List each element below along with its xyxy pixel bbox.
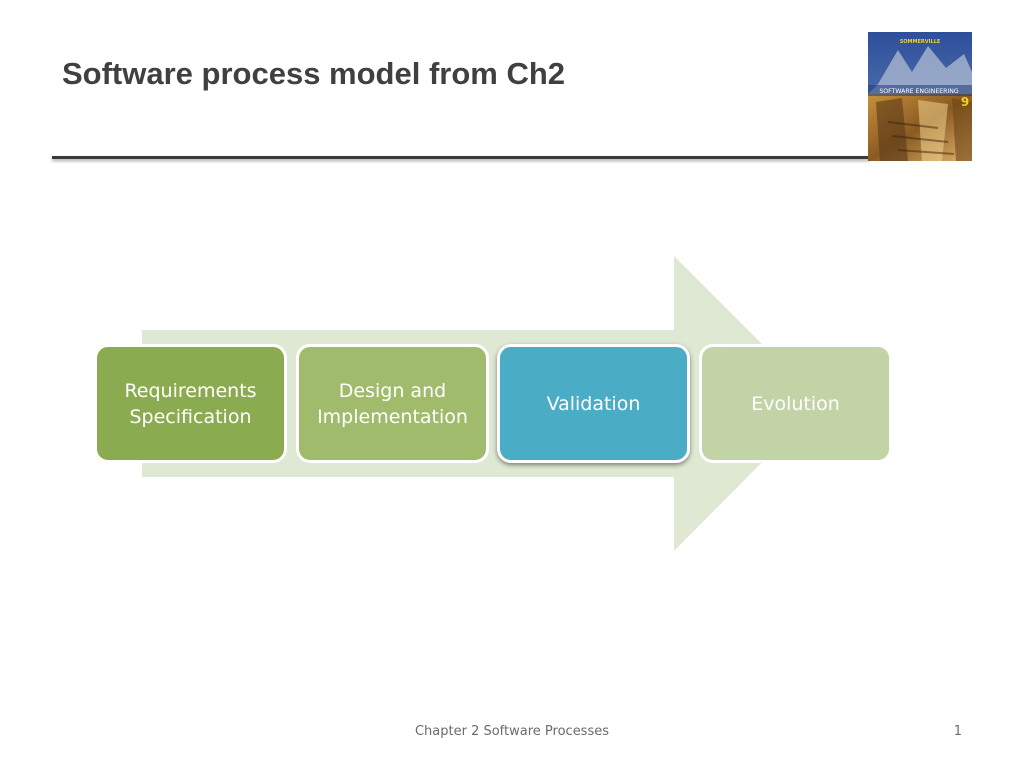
stage-label-line1: Requirements: [124, 379, 257, 402]
stage-label-line1: Validation: [546, 392, 641, 415]
stage-label-line2: Implementation: [317, 405, 468, 428]
book-cover-edition: 9: [961, 95, 969, 109]
title-divider: [52, 156, 870, 159]
book-cover-image: SOMMERVILLE SOFTWARE ENGINEERING 9: [868, 32, 972, 161]
stage-validation: Validation: [497, 344, 690, 463]
stage-label-line1: Design and: [338, 379, 447, 402]
stage-evolution: Evolution: [699, 344, 892, 463]
page-number: 1: [953, 724, 962, 739]
stage-label-line2: Specification: [129, 405, 252, 428]
footer-chapter: Chapter 2 Software Processes: [414, 724, 610, 739]
stage-label-line1: Evolution: [751, 392, 840, 415]
stage-design-and-implementation: Design and Implementation: [296, 344, 489, 463]
page-title: Software process model from Ch2: [62, 56, 566, 91]
stage-requirements-specification: Requirements Specification: [94, 344, 287, 463]
book-cover-title: SOFTWARE ENGINEERING: [879, 88, 959, 95]
book-cover-author: SOMMERVILLE: [900, 39, 941, 45]
